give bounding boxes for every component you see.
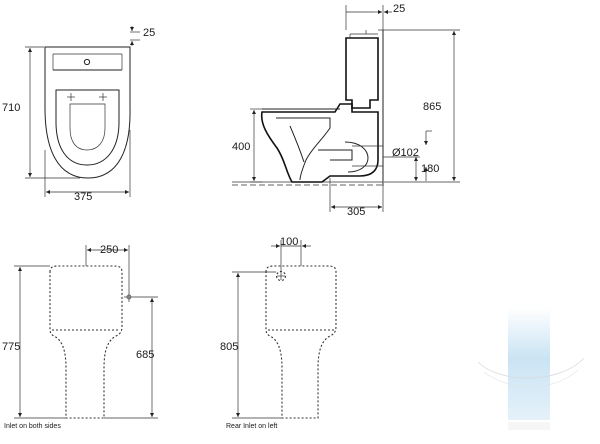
top-view-depth-dim: 710 [2, 102, 20, 114]
side-view-height-dim: 865 [423, 101, 441, 113]
side-view-outlet-depth-dim: 305 [347, 206, 365, 218]
front-view-both-outline [49, 265, 123, 419]
top-view-outline [44, 46, 131, 179]
front-view-rear-inlet: 100 805 Rear Inlet on left [220, 236, 337, 430]
side-view-outlet-height-dim: 180 [421, 163, 439, 175]
front-both-inlet-offset-dim: 250 [100, 244, 118, 256]
front-both-height-dim: 775 [2, 341, 20, 353]
side-view-outlet-diameter-dim: Ø102 [392, 147, 419, 159]
side-view: 25 865 400 Ø102 180 305 [232, 3, 460, 218]
front-rear-caption: Rear Inlet on left [226, 423, 277, 430]
front-both-inlet-height-dim: 685 [136, 349, 154, 361]
top-view-seat [55, 89, 120, 166]
top-view-width-dim: 375 [74, 191, 92, 203]
side-view-top-offset-dim: 25 [393, 3, 405, 15]
front-view-rear-outline [265, 265, 337, 419]
side-view-seat-height-dim: 400 [232, 141, 250, 153]
hinge-cross-icon [67, 93, 107, 101]
front-rear-inlet-offset-dim: 100 [280, 236, 298, 248]
top-view-offset-dim: 25 [143, 27, 155, 39]
front-both-caption: Inlet on both sides [4, 423, 61, 430]
inlet-cross-icon [124, 292, 134, 302]
rear-inlet-icon [275, 270, 287, 282]
side-view-cistern [345, 37, 379, 109]
flush-button-icon [83, 58, 91, 66]
watermark-logo [477, 308, 585, 430]
front-view-both-sides: 250 775 685 Inlet on both sides [2, 244, 158, 430]
top-view: 710 375 25 [2, 26, 155, 203]
side-view-bowl [260, 103, 379, 183]
front-rear-height-dim: 805 [220, 341, 238, 353]
